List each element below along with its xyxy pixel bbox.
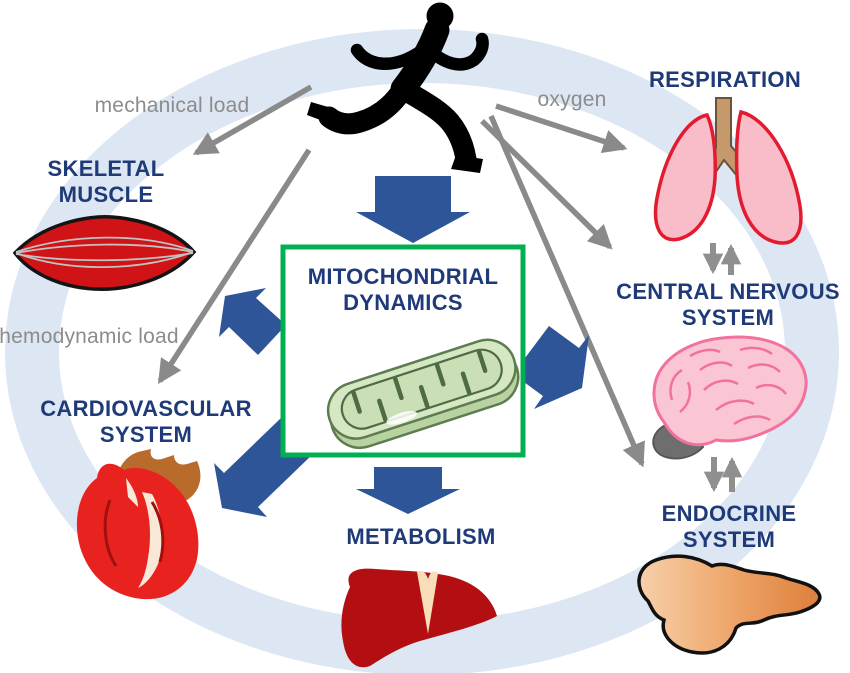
brain-icon xyxy=(652,335,808,460)
label-skeletal-muscle-line2: MUSCLE xyxy=(58,182,154,207)
label-cns-line2: SYSTEM xyxy=(681,305,775,330)
label-endocrine-line1: ENDOCRINE xyxy=(661,501,797,526)
label-skeletal-muscle-line1: SKELETAL xyxy=(47,156,165,181)
label-central-nervous-system: CENTRAL NERVOUS SYSTEM xyxy=(616,279,840,331)
lungs-icon xyxy=(653,97,803,245)
connector-arrows xyxy=(157,84,645,468)
label-mito-line1: MITOCHONDRIAL xyxy=(307,264,499,289)
label-oxygen: oxygen xyxy=(538,88,607,112)
runner-icon xyxy=(307,2,489,173)
label-metabolism-line1: METABOLISM xyxy=(346,524,496,549)
label-cns-line1: CENTRAL NERVOUS xyxy=(616,279,840,304)
mitochondrion-icon xyxy=(326,338,520,450)
label-oxygen-text: oxygen xyxy=(537,88,607,111)
heart-icon xyxy=(76,449,201,600)
block-arrow-to-cns xyxy=(513,326,589,409)
arrow-to-endocrine xyxy=(488,114,645,468)
label-endocrine-system: ENDOCRINE SYSTEM xyxy=(662,501,797,553)
label-metabolism: METABOLISM xyxy=(346,524,495,550)
label-hemodynamic-load-text: hemodynamic load xyxy=(0,325,179,348)
label-mitochondrial-dynamics: MITOCHONDRIAL DYNAMICS xyxy=(308,264,498,316)
skeletal-muscle-icon xyxy=(12,214,197,291)
arrow-oxygen xyxy=(495,103,628,154)
label-cardiovascular-system: CARDIOVASCULAR SYSTEM xyxy=(40,396,252,448)
label-hemodynamic-load: hemodynamic load xyxy=(0,325,179,349)
label-mito-line2: DYNAMICS xyxy=(343,290,463,315)
pancreas-icon xyxy=(637,554,822,655)
arrow-hemodynamic-load xyxy=(157,148,312,385)
arrow-mechanical-load xyxy=(192,84,313,156)
label-respiration-line1: RESPIRATION xyxy=(648,67,802,92)
label-skeletal-muscle: SKELETAL MUSCLE xyxy=(48,156,165,208)
label-endocrine-line2: SYSTEM xyxy=(682,527,776,552)
label-mechanical-load: mechanical load xyxy=(95,94,250,118)
liver-icon xyxy=(341,568,497,668)
block-arrow-down-to-box xyxy=(356,176,470,243)
block-arrow-down-to-metabolism xyxy=(356,467,460,514)
exchange-arrows xyxy=(702,243,743,493)
label-mechanical-load-text: mechanical load xyxy=(94,94,250,117)
label-cardiovascular-line2: SYSTEM xyxy=(99,422,193,447)
label-respiration: RESPIRATION xyxy=(649,67,801,93)
label-cardiovascular-line1: CARDIOVASCULAR xyxy=(40,396,252,421)
block-arrow-to-skeletal-muscle xyxy=(219,288,286,355)
